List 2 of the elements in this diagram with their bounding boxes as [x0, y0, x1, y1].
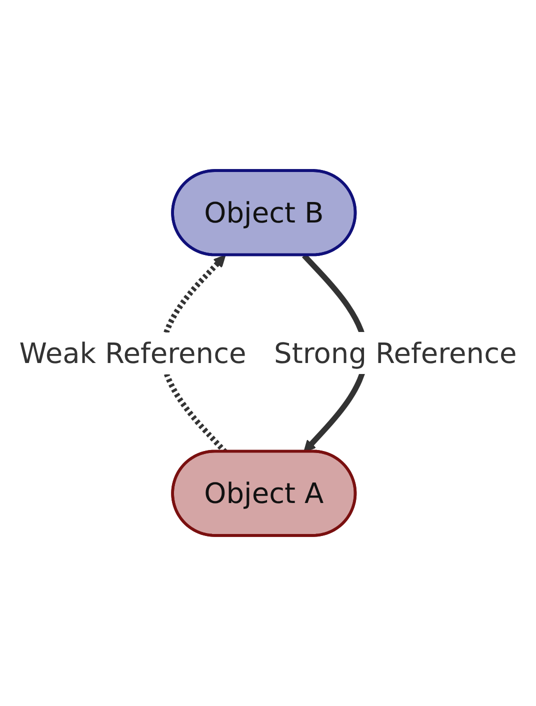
edge-label: Strong Reference: [274, 336, 517, 370]
edge-label: Weak Reference: [19, 336, 246, 370]
